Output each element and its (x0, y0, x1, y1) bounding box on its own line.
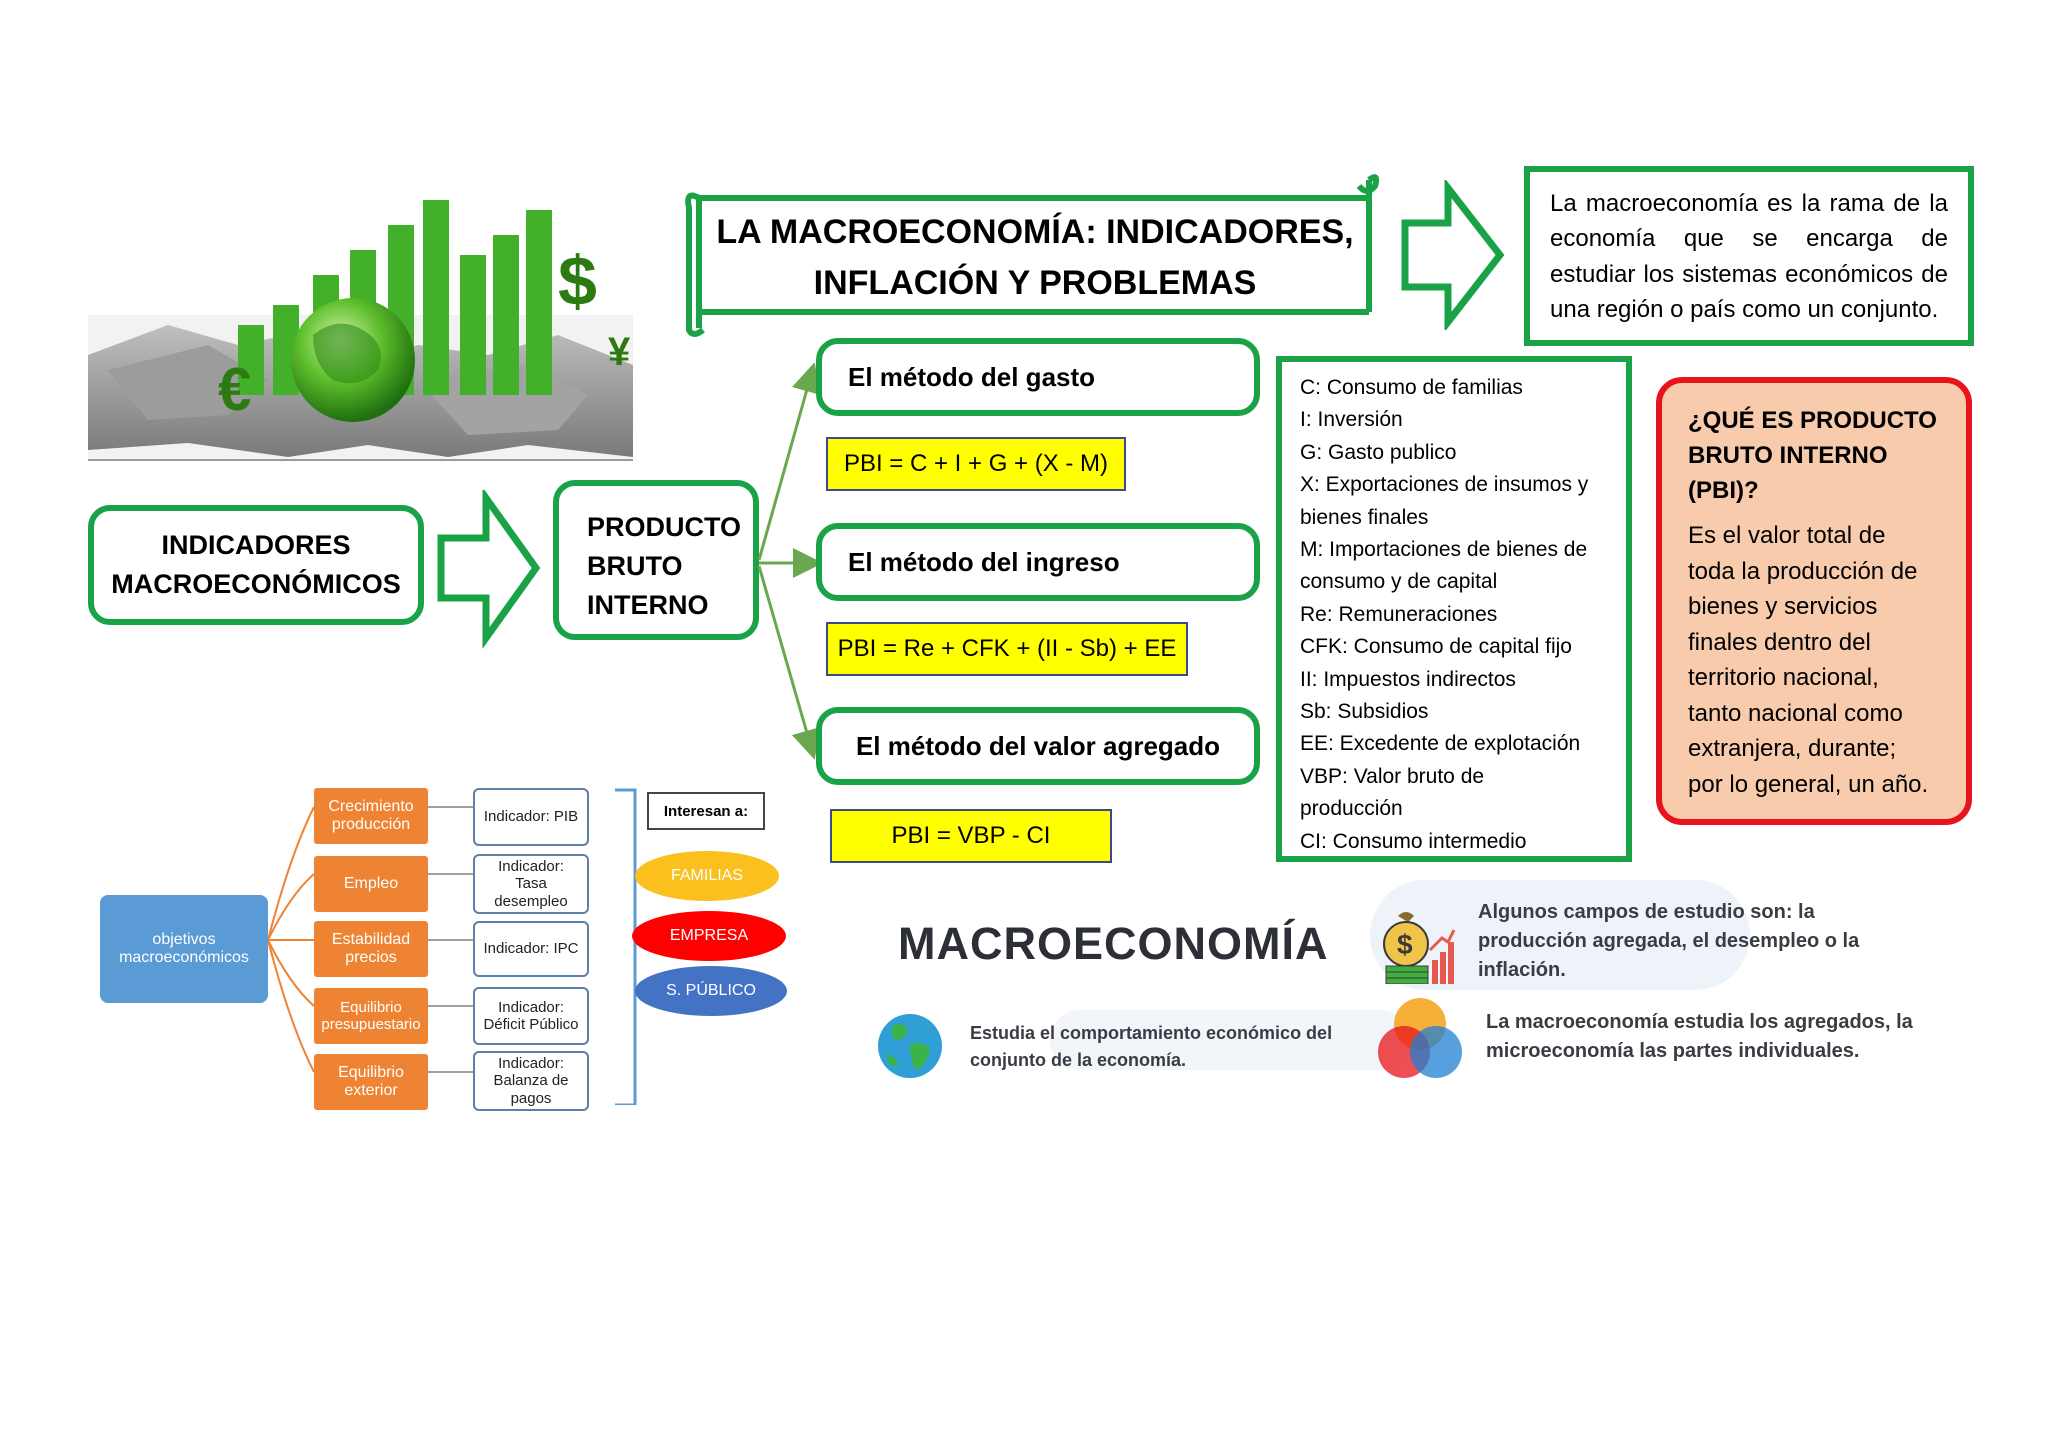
svg-text:€: € (218, 356, 251, 423)
hero-image: $ € ¥ (88, 195, 633, 463)
legend-line: consumo y de capital (1300, 570, 1498, 594)
que-es-body-line: finales dentro del (1688, 628, 1871, 656)
objetivo-estabilidad: Estabilidad precios (314, 921, 428, 977)
infographic: MACROECONOMÍA $ Algunos campos de estudi… (870, 880, 1930, 1090)
objetivo-crecimiento: Crecimiento producción (314, 788, 428, 844)
legend-line: VBP: Valor bruto de (1300, 764, 1485, 788)
que-es-pbi-box: ¿QUÉ ES PRODUCTO BRUTO INTERNO (PBI)? Es… (1656, 377, 1972, 825)
pbi-line-2: BRUTO (587, 551, 683, 582)
objetivos-connectors (267, 788, 637, 1105)
legend-line: EE: Excedente de explotación (1300, 732, 1581, 756)
legend-line: M: Importaciones de bienes de (1300, 538, 1588, 562)
svg-text:$: $ (1397, 929, 1413, 960)
pbi-connectors (757, 362, 823, 760)
que-es-heading-line: ¿QUÉ ES PRODUCTO (1688, 407, 1937, 434)
formula-valor: PBI = VBP - CI (830, 809, 1112, 863)
que-es-body-line: toda la producción de (1688, 557, 1918, 585)
legend-line: producción (1300, 797, 1403, 821)
legend-line: CI: Consumo intermedio (1300, 829, 1527, 853)
campos-text: Algunos campos de estudio son: la produc… (1478, 901, 1860, 981)
agent-empresa: EMPRESA (632, 911, 786, 961)
legend-line: I: Inversión (1300, 408, 1403, 432)
money-growth-icon: $ (1383, 912, 1456, 984)
objetivos-root: objetivos macroeconómicos (100, 895, 268, 1003)
title-line-2: INFLACIÓN Y PROBLEMAS (813, 263, 1257, 302)
definition-text: La macroeconomía es la rama de la econom… (1550, 190, 1948, 323)
method-valor-label: El método del valor agregado (855, 730, 1221, 761)
objetivo-empleo: Empleo (314, 856, 428, 912)
legend-line: Sb: Subsidios (1300, 700, 1429, 724)
agent-familias: FAMILIAS (635, 851, 779, 901)
indicadores-line-2: MACROECONÓMICOS (111, 569, 401, 599)
que-es-body-line: Es el valor total de (1688, 522, 1886, 549)
indicador-ipc: Indicador: IPC (473, 921, 589, 977)
title-line-1: LA MACROECONOMÍA: INDICADORES, (716, 212, 1354, 251)
que-es-heading-line: (PBI)? (1688, 477, 1759, 504)
pbi-box: PRODUCTO BRUTO INTERNO (553, 480, 759, 640)
que-es-body-line: tanto nacional como (1688, 699, 1903, 727)
title-banner: LA MACROECONOMÍA: INDICADORES, INFLACIÓN… (675, 170, 1385, 340)
objetivo-presupuestario: Equilibrio presupuestario (314, 988, 428, 1044)
estudia-text: Estudia el comportamiento económico del … (970, 1023, 1333, 1070)
indicador-pib: Indicador: PIB (473, 788, 589, 846)
formula-gasto: PBI = C + I + G + (X - M) (826, 437, 1126, 491)
pbi-line-1: PRODUCTO (587, 512, 742, 542)
indicador-balanza: Indicador: Balanza de pagos (473, 1051, 589, 1111)
indicador-deficit: Indicador: Déficit Público (473, 987, 589, 1045)
objetivo-exterior: Equilibrio exterior (314, 1054, 428, 1110)
legend-box: C: Consumo de familias I: Inversión G: G… (1276, 356, 1632, 862)
que-es-body-line: bienes y servicios (1688, 593, 1878, 620)
legend-line: CFK: Consumo de capital fijo (1300, 635, 1572, 659)
scroll-shape (685, 174, 1380, 337)
legend-line: Re: Remuneraciones (1300, 602, 1498, 626)
pbi-line-3: INTERNO (587, 590, 709, 621)
legend-line: X: Exportaciones de insumos y (1300, 473, 1589, 497)
globe-icon (878, 1014, 942, 1078)
infographic-title: MACROECONOMÍA (898, 918, 1329, 969)
globe-chart-illustration: $ € ¥ (88, 200, 633, 461)
legend-line: C: Consumo de familias (1300, 376, 1523, 399)
arrow-right-icon (437, 490, 541, 649)
bracket (615, 788, 637, 1105)
legend-line: bienes finales (1300, 505, 1429, 529)
definition-box: La macroeconomía es la rama de la econom… (1524, 166, 1974, 346)
svg-text:¥: ¥ (608, 330, 631, 374)
method-ingreso-label: El método del ingreso (848, 546, 1120, 577)
svg-text:$: $ (558, 242, 597, 320)
que-es-body-line: territorio nacional, (1688, 664, 1879, 691)
method-gasto-label: El método del gasto (848, 361, 1096, 392)
venn-circles-icon (1378, 998, 1462, 1078)
method-ingreso-box: El método del ingreso (816, 523, 1260, 601)
que-es-body-line: extranjera, durante; (1688, 735, 1897, 762)
agent-sector-publico: S. PÚBLICO (635, 966, 787, 1016)
method-gasto-box: El método del gasto (816, 338, 1260, 416)
que-es-body-line: por lo general, un año. (1688, 770, 1929, 798)
legend-line: II: Impuestos indirectos (1300, 667, 1516, 691)
agregados-text: La macroeconomía estudia los agregados, … (1486, 1011, 1913, 1062)
arrow-right-icon (1401, 180, 1505, 330)
que-es-heading-line: BRUTO INTERNO (1688, 442, 1888, 469)
legend-line: G: Gasto publico (1300, 440, 1457, 464)
method-valor-box: El método del valor agregado (816, 707, 1260, 785)
indicadores-line-1: INDICADORES (161, 529, 351, 560)
interesan-label: Interesan a: (647, 792, 765, 830)
formula-ingreso: PBI = Re + CFK + (II - Sb) + EE (826, 622, 1188, 676)
indicador-desempleo: Indicador: Tasa desempleo (473, 854, 589, 914)
infographic-background (1050, 880, 1750, 1070)
indicadores-box: INDICADORES MACROECONÓMICOS (88, 505, 424, 625)
